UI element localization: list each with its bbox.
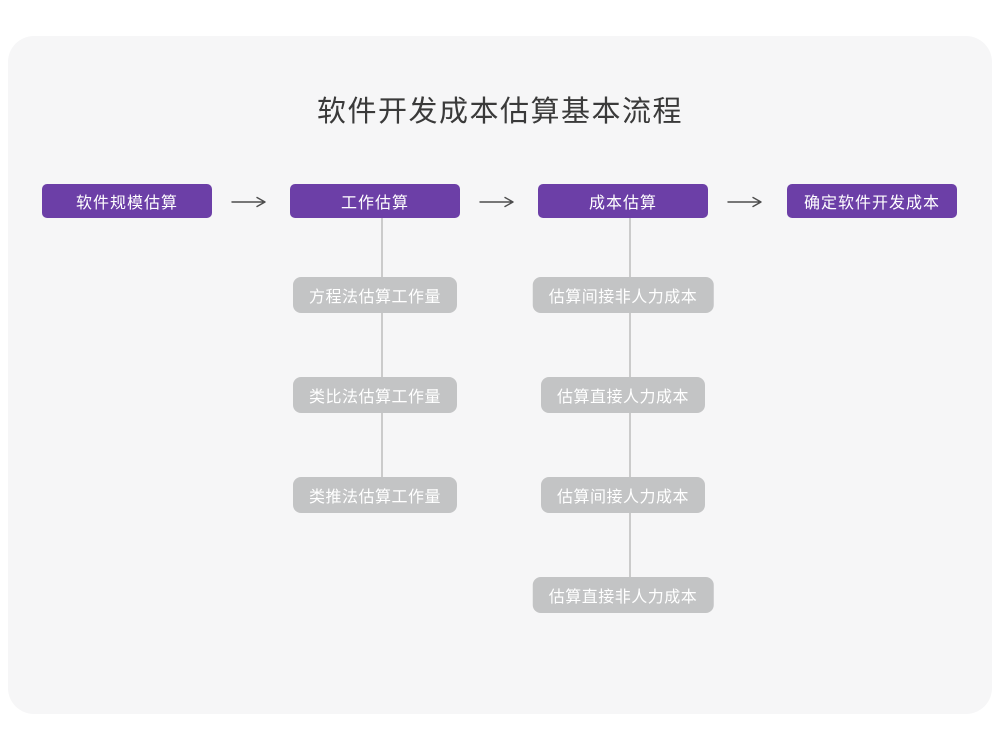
right-arrow-icon	[726, 195, 766, 209]
node-equation-method-workload: 方程法估算工作量	[292, 277, 458, 313]
right-arrow-icon	[478, 195, 518, 209]
node-software-scale-estimation: 软件规模估算	[42, 184, 212, 218]
node-label: 估算直接人力成本	[556, 389, 690, 406]
right-arrow-icon	[230, 195, 270, 209]
node-label: 成本估算	[588, 195, 657, 212]
diagram-title: 软件开发成本估算基本流程	[316, 96, 683, 128]
node-extrapolation-method-workload: 类推法估算工作量	[292, 477, 458, 513]
node-estimate-direct-labor-cost: 估算直接人力成本	[540, 377, 706, 413]
node-label: 方程法估算工作量	[308, 289, 442, 306]
node-analogy-method-workload: 类比法估算工作量	[292, 377, 458, 413]
node-work-estimation: 工作估算	[290, 184, 460, 218]
node-label: 类比法估算工作量	[308, 389, 442, 406]
node-label: 估算间接人力成本	[556, 489, 690, 506]
node-cost-estimation: 成本估算	[538, 184, 708, 218]
node-determine-software-development-cost: 确定软件开发成本	[787, 184, 957, 218]
node-label: 确定软件开发成本	[803, 195, 940, 212]
node-estimate-indirect-non-labor-cost: 估算间接非人力成本	[532, 277, 714, 313]
node-label: 估算直接非人力成本	[548, 589, 698, 606]
node-label: 工作估算	[340, 195, 409, 212]
node-label: 估算间接非人力成本	[548, 289, 698, 306]
diagram-card: 软件开发成本估算基本流程 软件规模估算 工作估算 成本估算 确定软件开发成本	[8, 36, 992, 714]
node-estimate-direct-non-labor-cost: 估算直接非人力成本	[532, 577, 714, 613]
connector-line-work-estimation	[381, 218, 383, 496]
node-label: 类推法估算工作量	[308, 489, 442, 506]
node-label: 软件规模估算	[75, 195, 178, 212]
node-estimate-indirect-labor-cost: 估算间接人力成本	[540, 477, 706, 513]
